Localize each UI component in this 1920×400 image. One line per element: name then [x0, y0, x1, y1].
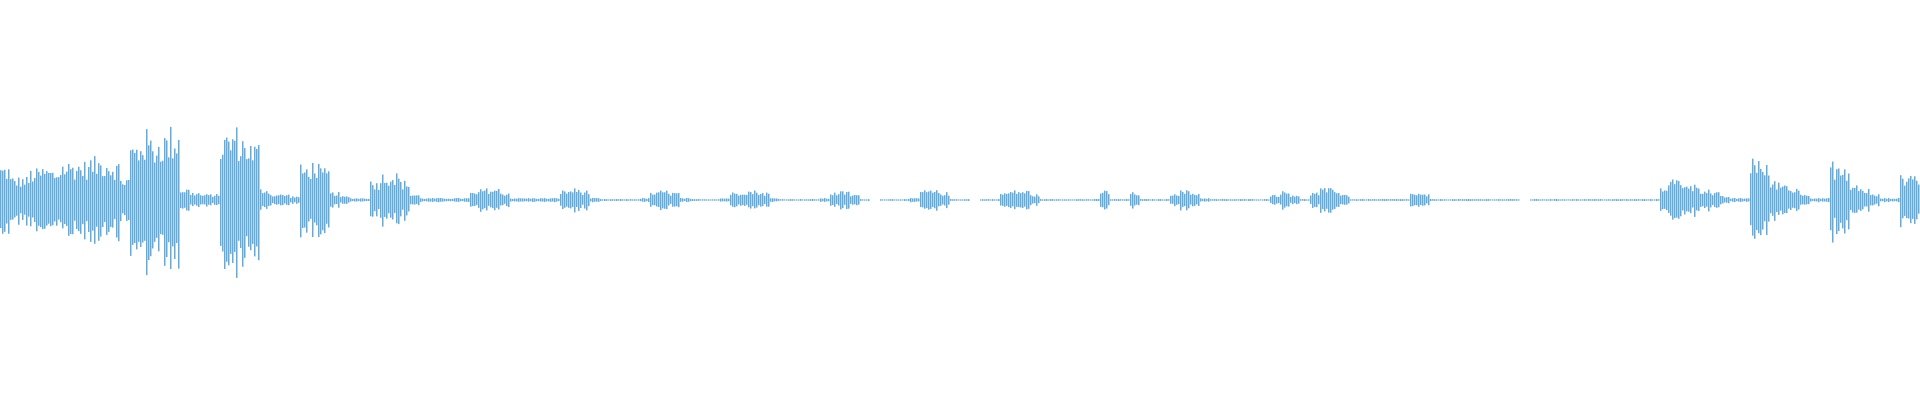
- waveform-samples: [0, 126, 1920, 278]
